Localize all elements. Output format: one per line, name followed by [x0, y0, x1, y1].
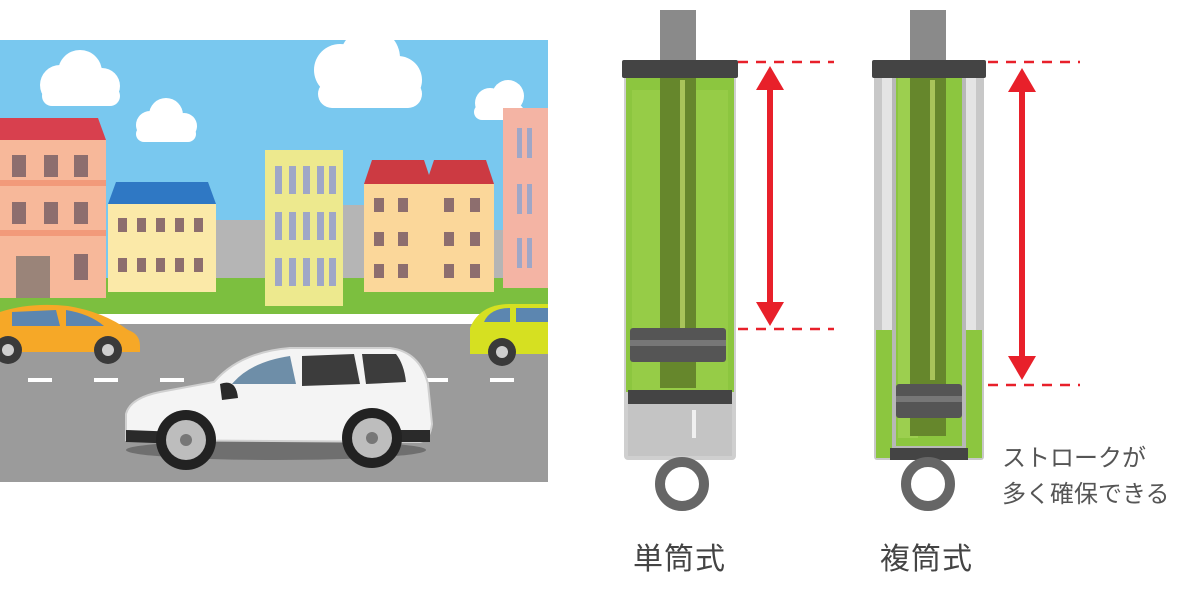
- tall-yellow-building: [265, 150, 343, 306]
- bottom-mount-eye: [655, 457, 709, 511]
- red-roof-building: [364, 160, 494, 292]
- blue-roof-building: [108, 182, 216, 292]
- rod-highlight: [930, 80, 935, 380]
- monotube-label: 単筒式: [633, 542, 726, 577]
- yellow-car: [0, 304, 140, 364]
- gas-highlight: [692, 410, 696, 438]
- lime-car: [470, 304, 548, 366]
- top-cap: [622, 60, 738, 78]
- sidewalk: [0, 314, 548, 324]
- piston-band: [630, 340, 726, 346]
- free-piston: [628, 390, 732, 404]
- rod-highlight: [680, 80, 685, 340]
- arrow-head-up: [1008, 68, 1036, 92]
- piston-rod: [910, 76, 946, 436]
- salmon-building: [503, 108, 548, 288]
- arrow-head-up: [756, 66, 784, 90]
- monotube-shock-absorber: [622, 10, 738, 511]
- gas-chamber: [628, 404, 732, 456]
- top-cap: [872, 60, 986, 78]
- arrow-head-down: [1008, 356, 1036, 380]
- white-suv: [125, 347, 434, 470]
- cloud: [314, 28, 422, 108]
- base-valve: [890, 448, 968, 460]
- twintube-label: 複筒式: [880, 542, 973, 577]
- stroke-note-line-2: 多く確保できる: [1002, 480, 1170, 508]
- bottom-mount-eye: [901, 457, 955, 511]
- piston-band: [896, 396, 962, 402]
- cloud: [40, 50, 120, 106]
- cloud: [136, 98, 197, 142]
- street-scene-illustration: [0, 28, 548, 482]
- pink-building: [0, 118, 106, 298]
- twintube-stroke-indicator: [988, 60, 1080, 387]
- stroke-note-line-1: ストロークが: [1002, 444, 1146, 472]
- lane-markings: [28, 378, 514, 382]
- monotube-stroke-indicator: [738, 60, 834, 331]
- arrow-head-down: [756, 302, 784, 326]
- stroke-note: ストロークが 多く確保できる: [1002, 440, 1170, 512]
- piston-rod-top: [910, 10, 946, 62]
- twintube-shock-absorber: [872, 10, 986, 511]
- piston-rod-top: [660, 10, 696, 62]
